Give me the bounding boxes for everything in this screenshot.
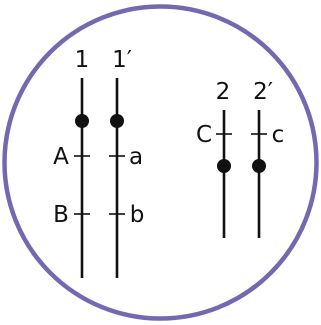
chromosome-pair-1: 1 1′ A a B b: [53, 47, 144, 278]
chromosome-1-prime-centromere: [110, 114, 124, 128]
chromosome-2-prime-label: 2′: [253, 79, 273, 105]
locus-a-label: a: [129, 144, 143, 170]
chromosome-1-label: 1: [75, 47, 90, 73]
chromosome-2-centromere: [217, 159, 231, 173]
outer-circle: [2, 4, 319, 321]
locus-B-label: B: [53, 202, 69, 228]
chromosome-2-prime-centromere: [252, 159, 266, 173]
locus-b-label: b: [130, 202, 145, 228]
chromosome-1-centromere: [75, 114, 89, 128]
chromosome-1-prime-label: 1′: [112, 47, 132, 73]
locus-C-label: C: [196, 122, 212, 148]
chromosome-pair-2: 2 2′ C c: [196, 79, 284, 238]
chromosome-2-label: 2: [216, 79, 231, 105]
locus-A-label: A: [53, 144, 69, 170]
locus-c-label: c: [272, 122, 285, 148]
